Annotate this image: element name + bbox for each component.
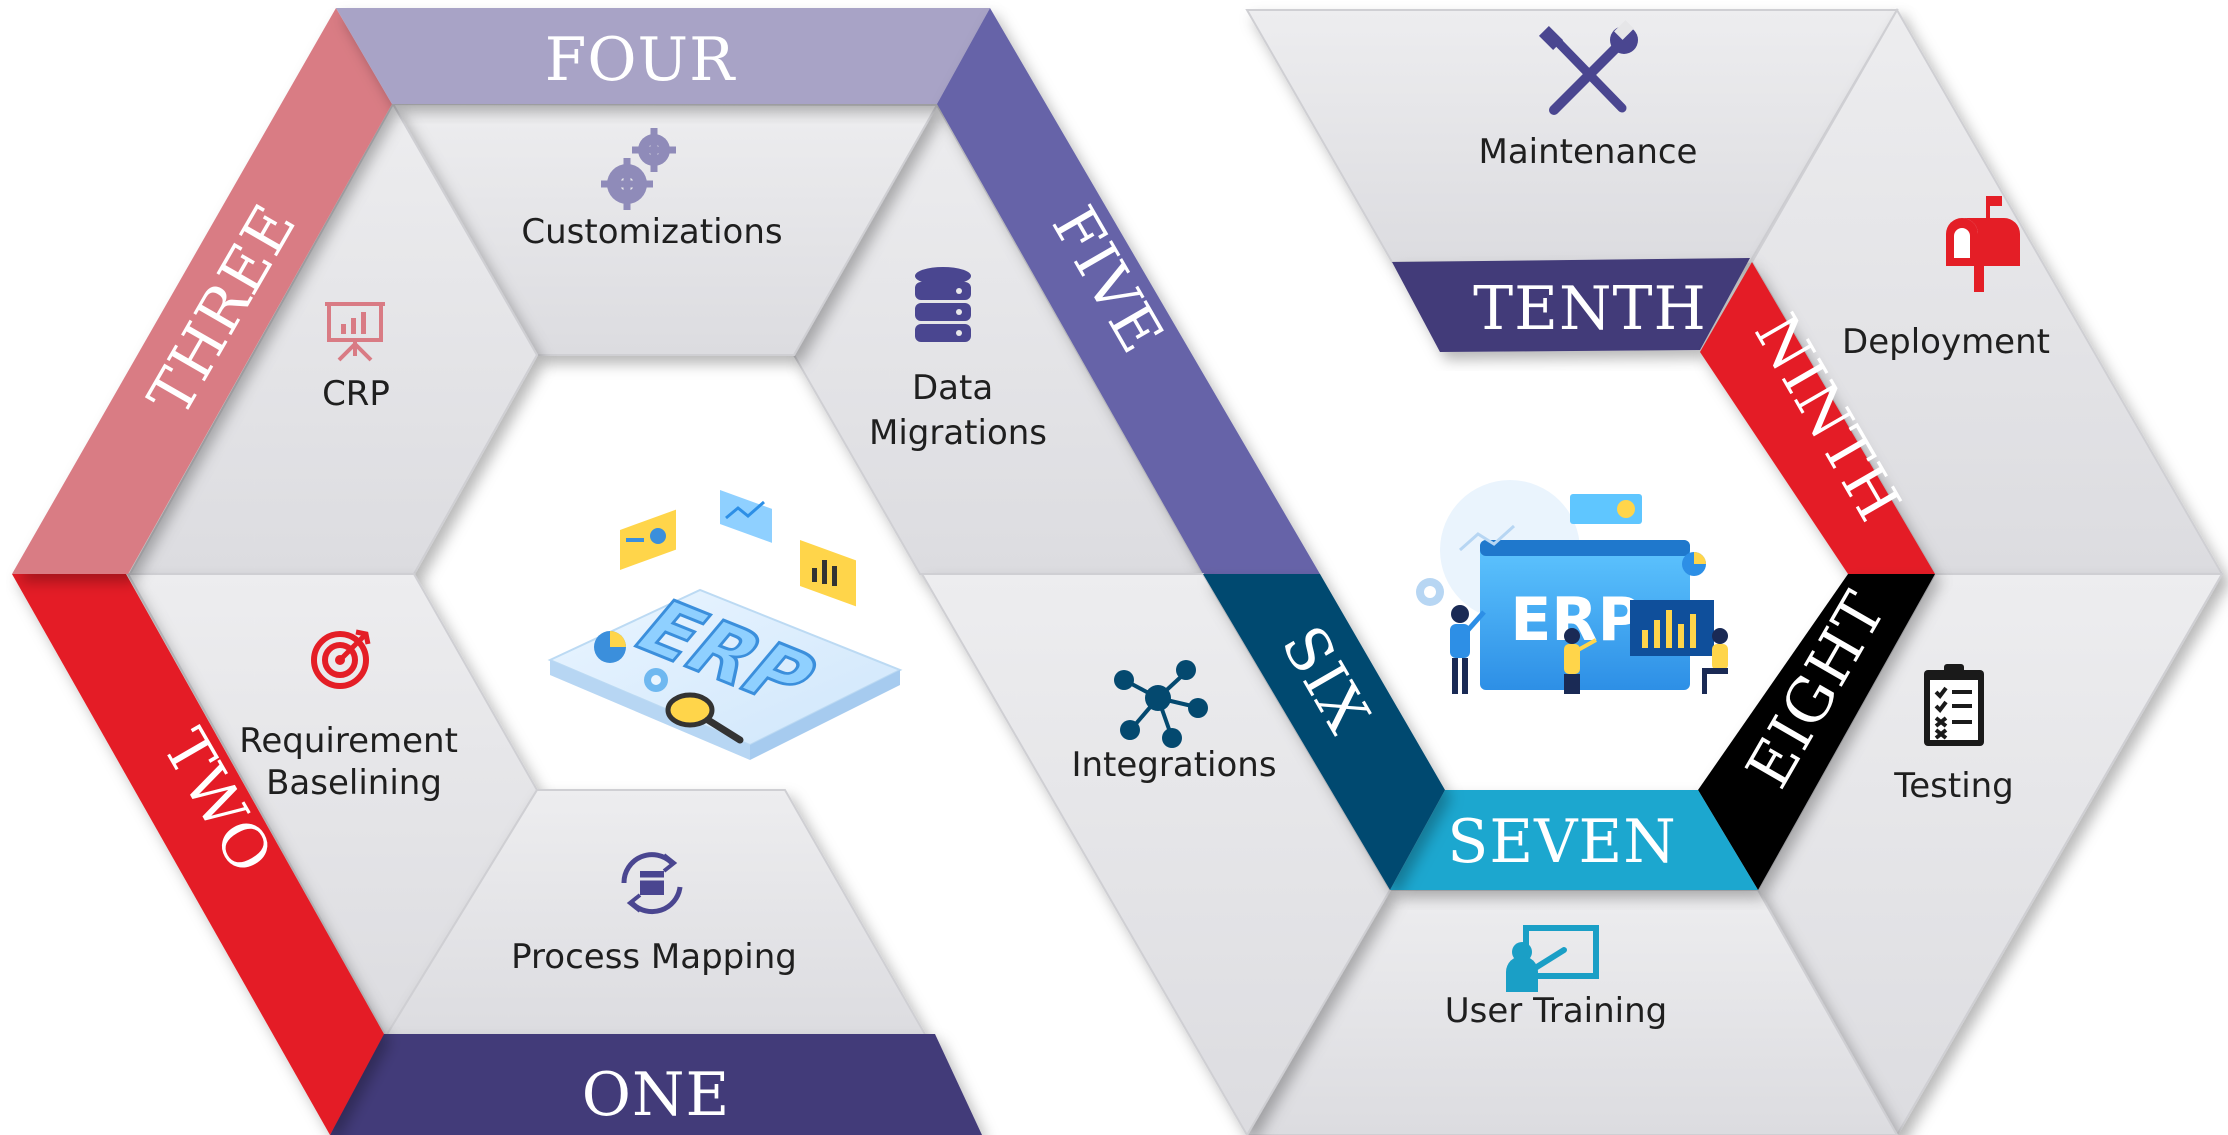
band-two	[12, 574, 384, 1135]
band-six	[1203, 574, 1445, 890]
requirement-baselining-label: Requirement Baselining	[239, 721, 468, 803]
target-icon	[311, 629, 371, 689]
band-tenth-label: TENTH	[1473, 274, 1707, 344]
integrations-label: Integrations	[1071, 745, 1276, 785]
band-five	[937, 8, 1320, 574]
band-four-label: FOUR	[545, 25, 736, 95]
gears-icon	[601, 128, 676, 210]
presentation-board-icon	[325, 302, 385, 362]
panel-maintenance	[1245, 9, 1899, 263]
person-figure-right	[1702, 628, 1728, 694]
band-ninth	[1700, 262, 1935, 574]
right-erp-label: ERP	[1510, 585, 1641, 655]
checklist-icon	[1924, 664, 1984, 746]
data-migrations-label: Data Migrations	[869, 368, 1047, 453]
band-four	[336, 8, 990, 104]
maintenance-label: Maintenance	[1479, 132, 1698, 172]
person-figure-left	[1450, 605, 1486, 694]
process-cycle-icon	[621, 852, 683, 915]
mailbox-icon	[1946, 196, 2020, 292]
testing-label: Testing	[1893, 766, 2014, 806]
deployment-label: Deployment	[1842, 322, 2050, 362]
process-mapping-label: Process Mapping	[511, 937, 797, 977]
left-erp-illustration: ERP	[547, 490, 903, 760]
band-one-label: ONE	[582, 1060, 731, 1130]
training-board-icon	[1506, 925, 1599, 992]
band-seven-label: SEVEN	[1447, 807, 1677, 877]
wrench-screwdriver-icon	[1538, 20, 1638, 115]
band-eight	[1698, 574, 1935, 890]
right-erp-illustration: ERP	[1416, 480, 1728, 694]
right-hexagon: TENTH NINTH EIGHT SEVEN SIX	[920, 7, 2224, 1135]
person-figure-center	[1564, 628, 1597, 694]
left-hexagon: ONE TWO THREE FOUR FIVE	[12, 8, 1320, 1135]
band-seven	[1390, 790, 1758, 890]
database-icon	[915, 267, 971, 342]
network-icon	[1114, 660, 1208, 748]
band-tenth	[1392, 258, 1750, 352]
user-training-label: User Training	[1445, 991, 1667, 1031]
band-one	[330, 1034, 982, 1135]
crp-label: CRP	[322, 374, 390, 414]
customizations-label: Customizations	[521, 212, 782, 252]
band-three	[12, 8, 392, 574]
panel-testing	[1756, 573, 2224, 1135]
